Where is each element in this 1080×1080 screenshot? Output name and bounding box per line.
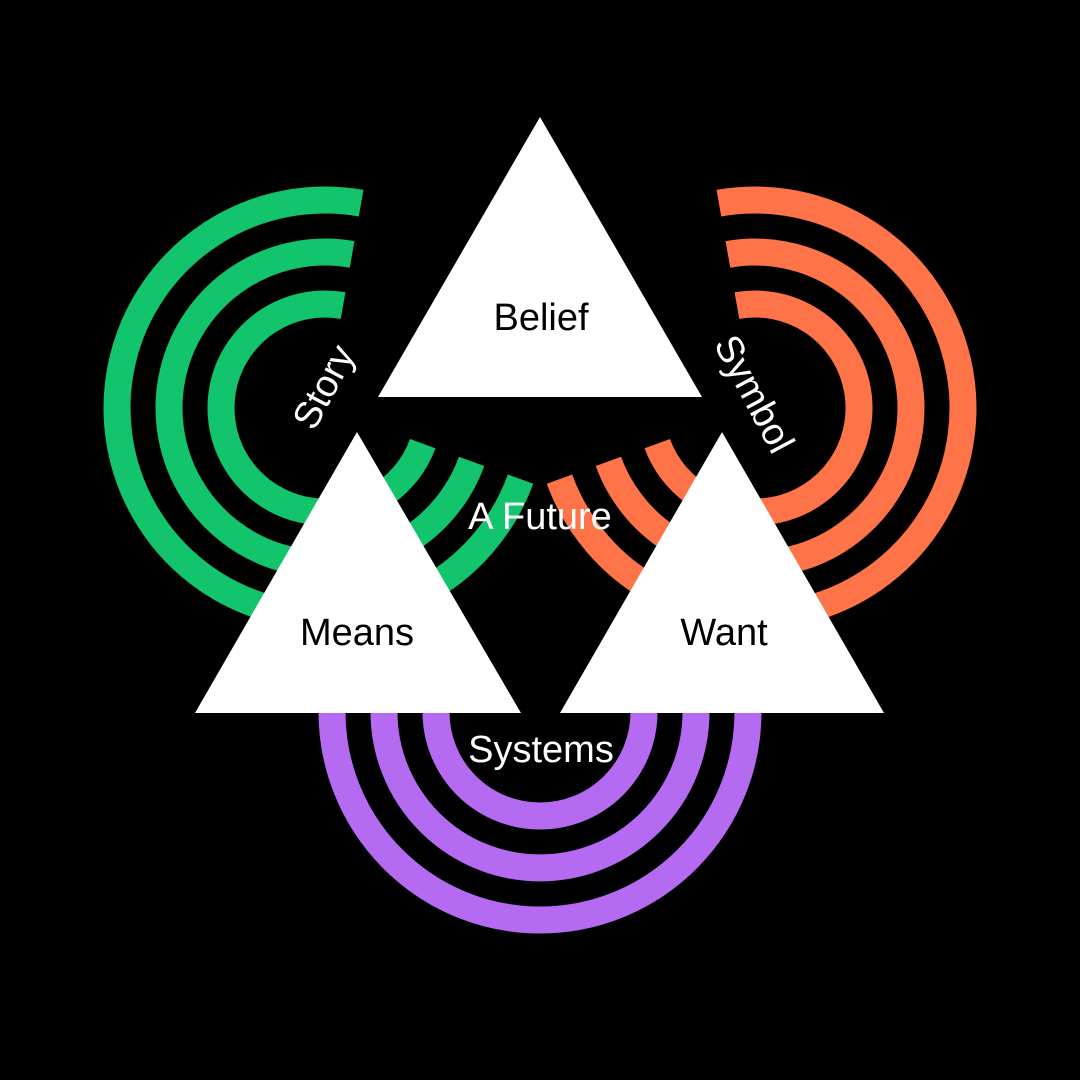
label-a-future: A Future xyxy=(468,496,612,538)
arc-group-systems xyxy=(318,711,762,934)
arc-systems-ring-2 xyxy=(370,711,710,882)
triangle-want xyxy=(560,432,884,713)
triangle-means xyxy=(195,432,521,713)
label-want: Want xyxy=(680,612,768,654)
label-belief: Belief xyxy=(493,297,588,339)
label-systems: Systems xyxy=(468,729,614,771)
triangle-belief xyxy=(378,117,702,397)
label-means: Means xyxy=(300,612,414,654)
arc-systems-ring-1 xyxy=(422,711,658,830)
arc-systems-ring-3 xyxy=(318,711,762,934)
